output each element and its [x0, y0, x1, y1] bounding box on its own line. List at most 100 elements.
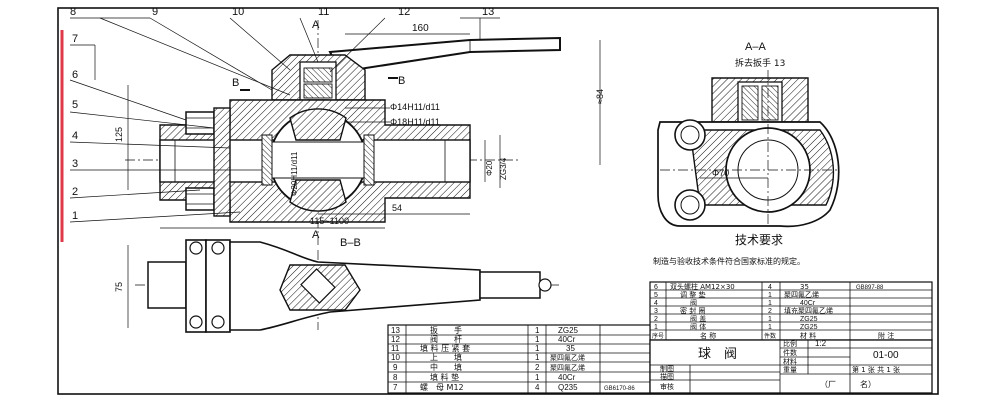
pr-name-3: 密 封 圈	[680, 306, 705, 315]
section-aa-note: 拆去扳手 13	[735, 57, 785, 69]
pl-name-7: 螺 母 M12	[420, 382, 464, 392]
dim-bb-height: 75	[114, 282, 124, 292]
hdr-no-right: 序号	[652, 332, 664, 340]
dim-handle-length: 160	[412, 23, 429, 34]
pl-name-8: 填 料 垫	[430, 372, 459, 382]
balloon-10: 10	[232, 6, 244, 18]
pr-name-2: 阀 盖	[690, 314, 706, 323]
pr-no-4: 4	[654, 300, 658, 307]
dim-54: 54	[392, 203, 402, 213]
pr-mat-5: 聚四氟乙烯	[784, 290, 819, 299]
pl-name-10: 上 填	[430, 352, 462, 362]
pl-name-9: 中 填	[430, 362, 462, 372]
dim-od20: Φ20	[485, 160, 494, 176]
pr-qty-5: 1	[768, 292, 772, 299]
title-name: 球 阀	[698, 347, 737, 362]
section-b-left: B	[232, 77, 239, 89]
dim-fit-14: Φ14H11/d11	[390, 102, 440, 112]
pr-mat-2: ZG25	[800, 316, 818, 323]
title-qty-label: 件数	[783, 348, 797, 357]
hdr-rem-right: 附 注	[878, 331, 894, 340]
pr-mat-1: ZG25	[800, 324, 818, 331]
pl-name-13: 扳 手	[430, 325, 462, 335]
title-factory: （厂 名）	[820, 379, 876, 389]
pl-mat-7: Q235	[558, 383, 578, 392]
section-aa-view: A–A 拆去扳手 13 Φ70	[657, 41, 840, 228]
pl-qty-9: 2	[535, 363, 540, 372]
pr-mat-3: 填充聚四氟乙烯	[784, 306, 833, 315]
pl-mat-10: 聚四氟乙烯	[550, 353, 585, 362]
title-drawing-no: 01-00	[873, 350, 899, 361]
pr-name-6: 双头螺柱 AM12×30	[670, 282, 735, 291]
pl-qty-12: 1	[535, 335, 540, 344]
pl-mat-13: ZG25	[558, 326, 579, 335]
section-b-right: B	[398, 75, 405, 87]
pl-name-11: 填 料 压 紧 套	[420, 343, 470, 353]
title-scale-label: 比例	[783, 339, 797, 348]
dim-height: ≈84	[595, 89, 605, 104]
pr-no-2: 2	[654, 316, 658, 323]
title-material-label: 材料	[783, 357, 797, 366]
section-bb-view: B–B 75	[114, 237, 560, 333]
title-check-label: 描图	[660, 372, 674, 381]
pr-mat-4: 40Cr	[800, 300, 816, 307]
title-weight-label: 重量	[783, 366, 797, 374]
pl-no-13: 13	[391, 326, 400, 335]
balloon-11: 11	[318, 6, 329, 18]
pl-qty-8: 1	[535, 373, 540, 382]
drawing-frame	[57, 7, 939, 395]
pl-qty-7: 4	[535, 383, 540, 392]
front-view	[125, 20, 561, 245]
balloon-leaders	[69, 17, 500, 223]
balloon-13: 13	[482, 6, 494, 18]
hdr-name-right: 名 称	[700, 331, 716, 340]
pl-rem-7: GB6170-86	[604, 386, 635, 392]
pl-qty-13: 1	[535, 326, 540, 335]
pr-name-1: 阀 体	[690, 322, 706, 331]
pl-no-9: 9	[393, 363, 398, 372]
section-a-bottom: A	[312, 229, 320, 241]
hdr-mat-right: 材 料	[800, 331, 816, 340]
pl-no-8: 8	[393, 373, 398, 382]
title-scale: 1:2	[815, 339, 827, 348]
notes-body: 制造与验收技术条件符合国家标准的规定。	[653, 256, 805, 266]
balloon-12: 12	[398, 6, 410, 18]
parts-list-right: 6 双头螺柱 AM12×30 4 35 GB897-88 5 调 整 垫 1 聚…	[649, 281, 933, 341]
pl-no-10: 10	[391, 353, 400, 362]
pl-no-12: 12	[391, 335, 400, 344]
pl-no-7: 7	[393, 383, 398, 392]
pr-qty-4: 1	[768, 300, 772, 307]
pl-mat-11: 35	[566, 344, 575, 353]
pl-name-12: 阀 杆	[430, 334, 462, 344]
title-approve-label: 审核	[660, 382, 674, 391]
balloon-3: 3	[72, 158, 78, 170]
pr-no-3: 3	[654, 308, 658, 315]
pl-qty-11: 1	[535, 344, 540, 353]
balloon-5: 5	[72, 99, 78, 111]
balloon-8: 8	[70, 6, 76, 18]
pl-qty-10: 1	[535, 353, 540, 362]
pl-mat-9: 聚四氟乙烯	[550, 363, 585, 372]
dim-span: 115~1100	[310, 216, 349, 226]
pr-name-5: 调 整 垫	[680, 290, 705, 299]
pr-name-4: 阀	[690, 298, 697, 307]
pl-mat-8: 40Cr	[558, 373, 576, 382]
balloon-7: 7	[72, 33, 78, 45]
pr-qty-6: 4	[768, 284, 772, 291]
notes-title: 技术要求	[735, 233, 783, 247]
balloon-9: 9	[152, 6, 158, 18]
title-sheet: 第 1 张 共 1 张	[852, 365, 900, 374]
pr-qty-1: 1	[768, 324, 772, 331]
section-a-top: A	[312, 19, 320, 31]
parts-list-left: 13 扳 手 1 ZG25 12 阀 杆 1 40Cr 11 填 料 压 紧 套…	[387, 324, 651, 394]
dim-fit-18: Φ18H11/d11	[390, 117, 440, 127]
section-aa-label: A–A	[745, 41, 766, 53]
section-bb-label: B–B	[340, 237, 361, 249]
pr-rem-6: GB897-88	[856, 285, 884, 291]
pr-qty-3: 2	[768, 308, 772, 315]
balloon-1: 1	[72, 210, 78, 222]
dim-left-height: 125	[114, 127, 124, 142]
balloon-2: 2	[72, 186, 78, 198]
pl-no-11: 11	[391, 344, 400, 353]
